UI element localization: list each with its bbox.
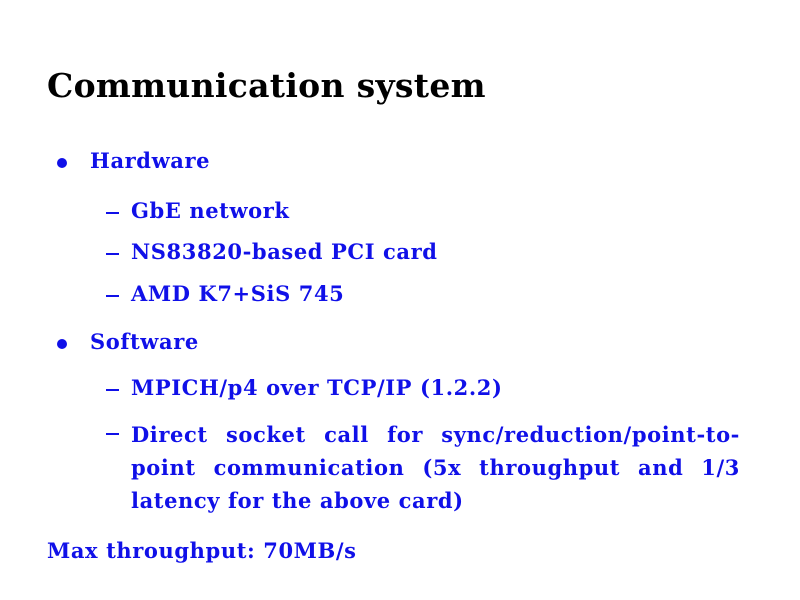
dash-icon bbox=[106, 253, 119, 255]
bullet-icon bbox=[57, 339, 67, 349]
footer-text: Max throughput: 70MB/s bbox=[47, 538, 357, 563]
list-item: Direct socket call for sync/reduction/po… bbox=[131, 422, 740, 513]
dash-icon bbox=[106, 433, 119, 435]
list-item: NS83820-based PCI card bbox=[131, 239, 438, 264]
dash-icon bbox=[106, 295, 119, 297]
list-item: MPICH/p4 over TCP/IP (1.2.2) bbox=[131, 375, 503, 400]
dash-icon bbox=[106, 212, 119, 214]
section-hardware: Hardware bbox=[90, 148, 211, 173]
dash-icon bbox=[106, 389, 119, 391]
list-item: AMD K7+SiS 745 bbox=[131, 281, 345, 306]
section-software: Software bbox=[90, 329, 199, 354]
bullet-icon bbox=[57, 158, 67, 168]
list-item: GbE network bbox=[131, 198, 290, 223]
slide-title: Communication system bbox=[47, 66, 486, 105]
